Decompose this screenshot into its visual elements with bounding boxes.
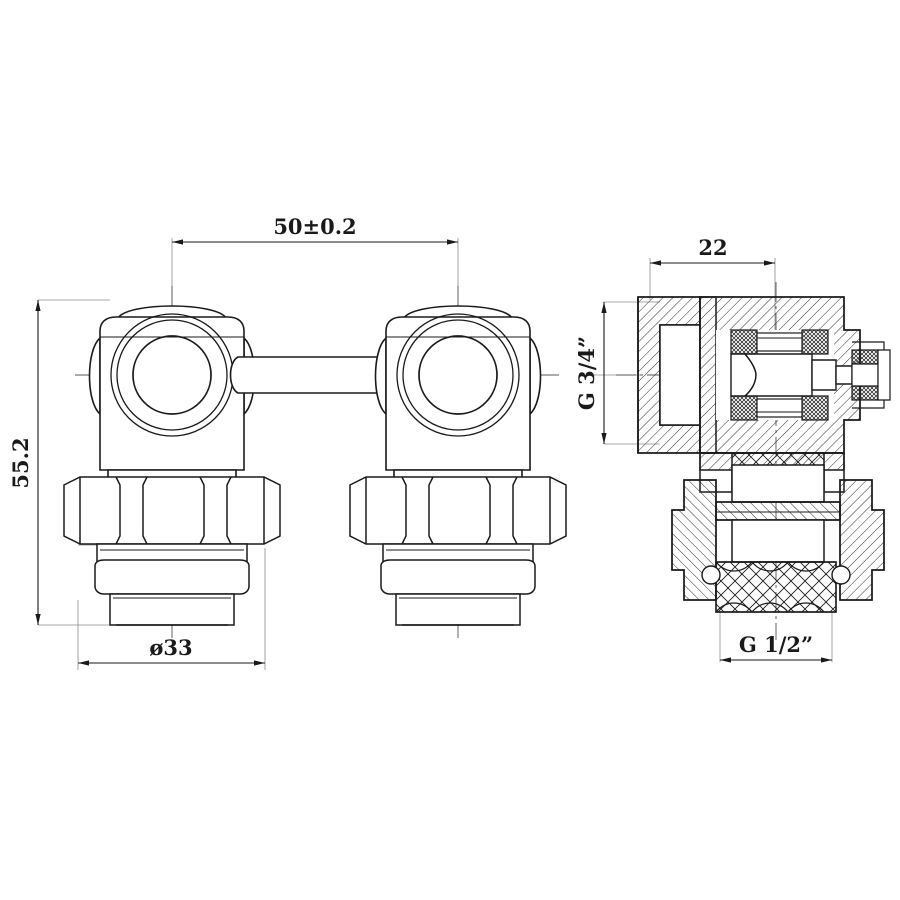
side-right-packing: [851, 341, 891, 409]
side-internal-spool: [730, 353, 853, 397]
side-seal-elements: [730, 329, 829, 421]
dimension-center-distance-label: 50±0.2: [273, 214, 356, 239]
side-lower-thread: [701, 561, 851, 613]
dimension-overall-height: 55.2: [8, 300, 41, 625]
dimension-thread-g34: G 3/4”: [574, 302, 607, 444]
dimension-center-distance: 50±0.2: [172, 214, 458, 245]
right-valve-port-circles: [396, 313, 520, 437]
side-section-view: 22 G 3/4” G 1/2”: [574, 235, 891, 663]
left-union-nut: [63, 476, 281, 545]
dimension-thread-g12-label: G 1/2”: [739, 632, 813, 657]
dimension-thread-g12: G 1/2”: [720, 632, 832, 663]
dimension-body-width: 22: [650, 235, 775, 266]
side-lower-union-section: [671, 464, 885, 601]
dimension-body-width-label: 22: [698, 235, 727, 260]
right-union-nut: [349, 476, 567, 545]
dimension-outlet-diameter: ø33: [78, 635, 265, 666]
dimension-outlet-diameter-label: ø33: [149, 635, 192, 660]
left-outlet-spigot: [94, 543, 250, 626]
dimension-thread-g34-label: G 3/4”: [574, 336, 599, 410]
dimension-overall-height-label: 55.2: [8, 437, 33, 488]
front-view-construction-lines: [38, 238, 459, 670]
front-view: 50±0.2 55.2 ø33: [8, 214, 567, 670]
right-outlet-spigot: [380, 543, 536, 626]
